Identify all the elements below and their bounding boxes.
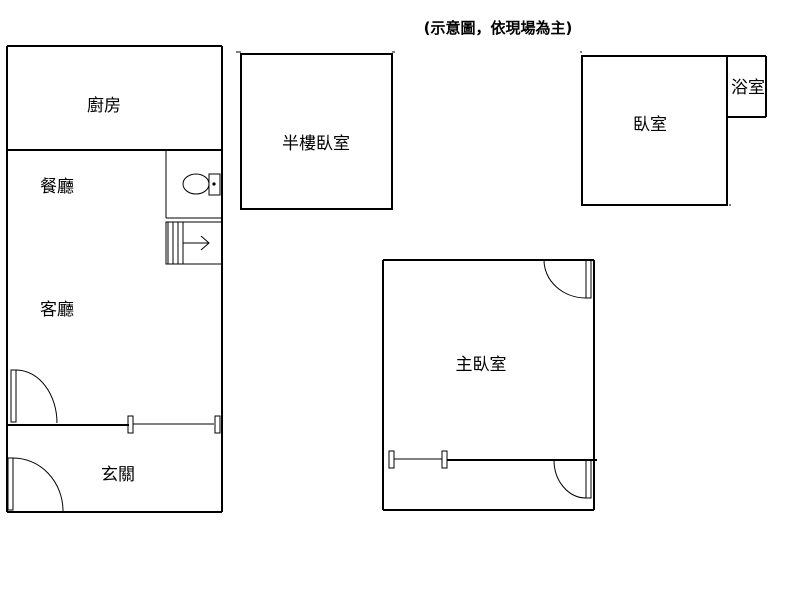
master-door-bottom	[553, 459, 592, 499]
room-label-bedroom: 臥室	[633, 115, 667, 135]
room-label-bathroom: 浴室	[731, 78, 765, 98]
sliding-door-jamb-left	[388, 450, 395, 469]
bedroom-unit: 浴室 臥室	[580, 51, 767, 206]
disclaimer-note: (示意圖，依現場為主)	[424, 19, 573, 37]
toilet-closet	[165, 150, 222, 219]
staircase-icon	[165, 221, 223, 265]
sliding-door-jamb-right	[214, 415, 221, 434]
room-label-dining: 餐廳	[40, 177, 74, 197]
loft-bedroom: 半樓臥室	[236, 51, 395, 210]
toilet-icon	[182, 173, 210, 195]
master-door-top	[543, 259, 592, 299]
living-door	[10, 369, 58, 424]
room-label-master-bedroom: 主臥室	[456, 355, 507, 375]
bathroom: 浴室	[727, 55, 767, 118]
sliding-door-jamb-right	[441, 450, 448, 469]
room-label-entrance: 玄關	[101, 465, 135, 485]
ground-floor-unit: 廚房 餐廳 客廳 玄關	[6, 45, 223, 513]
entrance-door	[7, 457, 64, 512]
room-label-kitchen: 廚房	[87, 95, 121, 116]
entrance-partition	[7, 415, 221, 434]
room-label-loft-bedroom: 半樓臥室	[282, 134, 350, 154]
master-bedroom: 主臥室	[382, 259, 597, 511]
master-partition	[388, 450, 597, 469]
room-label-living: 客廳	[40, 300, 74, 320]
toilet-tank-icon	[208, 173, 221, 196]
